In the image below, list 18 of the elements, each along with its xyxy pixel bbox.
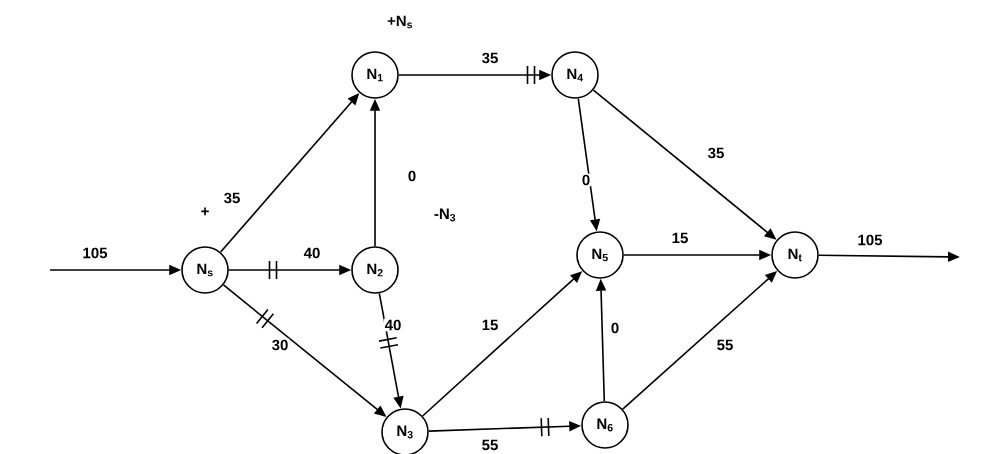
edge-label: 30 — [272, 339, 288, 351]
edge-label: 35 — [708, 147, 724, 159]
edge-label: 15 — [672, 232, 688, 244]
node-tag: +N$_{s}$ — [387, 15, 413, 29]
edge-label: 105 — [858, 234, 883, 246]
edge-label: 15 — [482, 319, 498, 331]
node-tag: -N$_{3}$ — [434, 208, 456, 222]
node-tag: + — [201, 207, 209, 216]
edge-label: 0 — [408, 170, 416, 182]
edge-label: 0 — [582, 174, 590, 186]
edge-label: 55 — [482, 439, 498, 451]
edge-label: 40 — [303, 247, 320, 259]
edge-label: 0 — [611, 322, 619, 334]
edge-label: 35 — [224, 192, 240, 204]
edge-label: 35 — [482, 52, 498, 64]
edge-label: 105 — [83, 247, 108, 259]
edge-label: 55 — [717, 339, 733, 351]
edge-label: 40 — [384, 319, 401, 331]
